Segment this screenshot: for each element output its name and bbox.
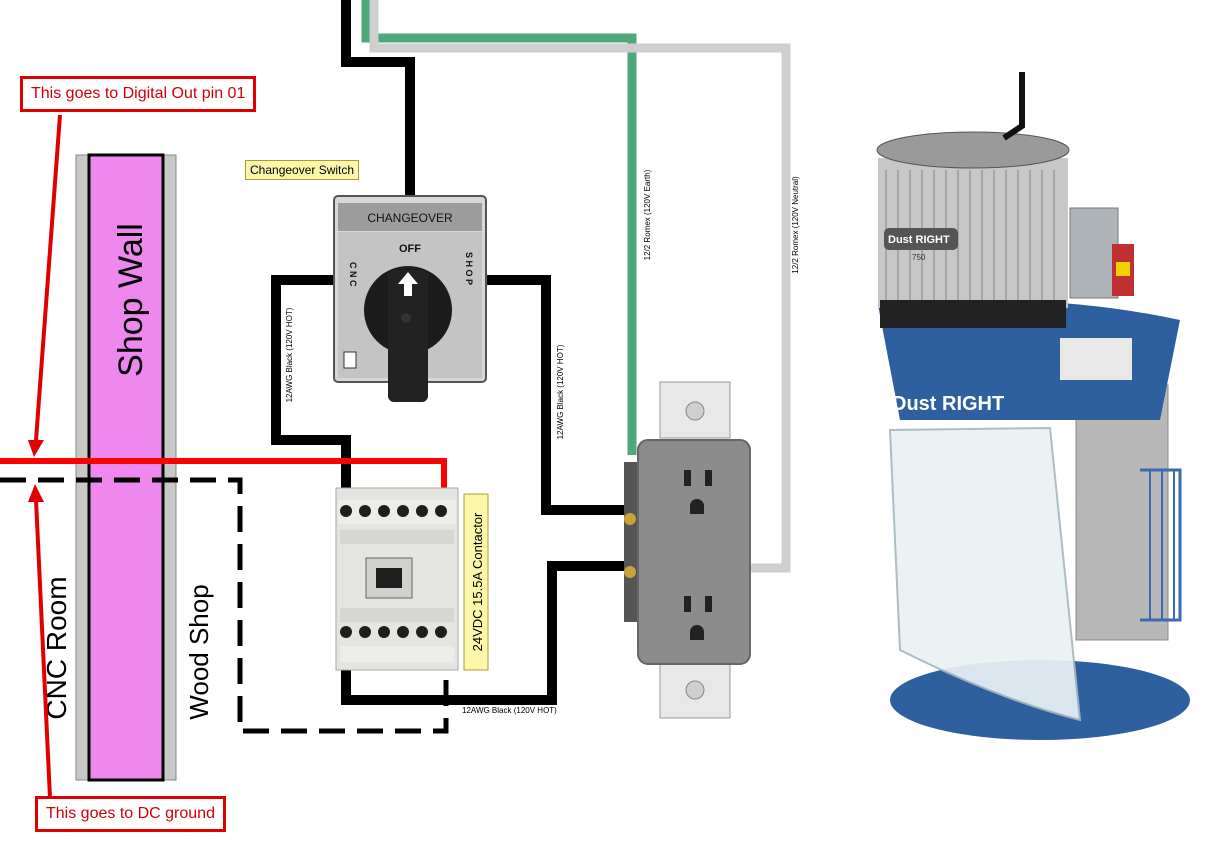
switch-off-label: OFF <box>399 243 421 255</box>
neutral-wire-label: 12/2 Romex (120V Neutral) <box>791 176 800 274</box>
digital-out-callout: This goes to Digital Out pin 01 <box>20 76 257 112</box>
signal-wire <box>0 458 447 488</box>
shop-wall-label: Shop Wall <box>112 223 150 377</box>
hot-wire-cnc <box>271 275 351 488</box>
contactor-label: 24VDC 15.5A Contactor <box>470 512 485 651</box>
receptacle <box>624 381 751 719</box>
shop-wall: Shop Wall <box>75 153 177 782</box>
filter-model-label: 750 <box>912 253 926 262</box>
dc-ground-arrow <box>28 484 52 799</box>
earth-wire-label: 12/2 Romex (120V Earth) <box>643 169 652 260</box>
earth-wire <box>361 0 637 455</box>
switch-cnc-label: C N C <box>348 262 358 287</box>
hot-wire-label-left: 12AWG Black (120V HOT) <box>285 307 294 402</box>
hot-wire-supply <box>341 0 415 198</box>
switch-handle <box>388 270 428 402</box>
hot-wire-label-bottom: 12AWG Black (120V HOT) <box>462 706 557 715</box>
collector-brand-label: Dust RIGHT <box>892 393 1004 415</box>
wood-shop-label: Wood Shop <box>184 584 214 719</box>
changeover-switch-label: Changeover Switch <box>245 160 360 180</box>
neutral-wire <box>369 0 791 573</box>
switch-logo <box>343 351 357 369</box>
hot-wire-shop <box>486 275 628 515</box>
contactor <box>335 487 459 671</box>
wood-shop-boundary <box>0 477 449 734</box>
dc-ground-callout: This goes to DC ground <box>35 796 226 832</box>
changeover-switch: CHANGEOVER OFF C N C S H O P <box>333 195 487 402</box>
hot-wire-label-mid: 12AWG Black (120V HOT) <box>556 344 565 439</box>
switch-arrow-icon <box>398 272 418 296</box>
switch-shop-label: S H O P <box>464 252 474 285</box>
contactor-label-tag: 24VDC 15.5A Contactor <box>463 493 489 671</box>
digital-out-arrow <box>28 114 62 457</box>
filter-brand-label: Dust RIGHT <box>888 234 950 246</box>
dust-collector: Dust RIGHT 750 Dust RIGHT <box>876 72 1190 740</box>
switch-header: CHANGEOVER <box>367 211 453 225</box>
hot-wire-bottom <box>341 561 628 705</box>
